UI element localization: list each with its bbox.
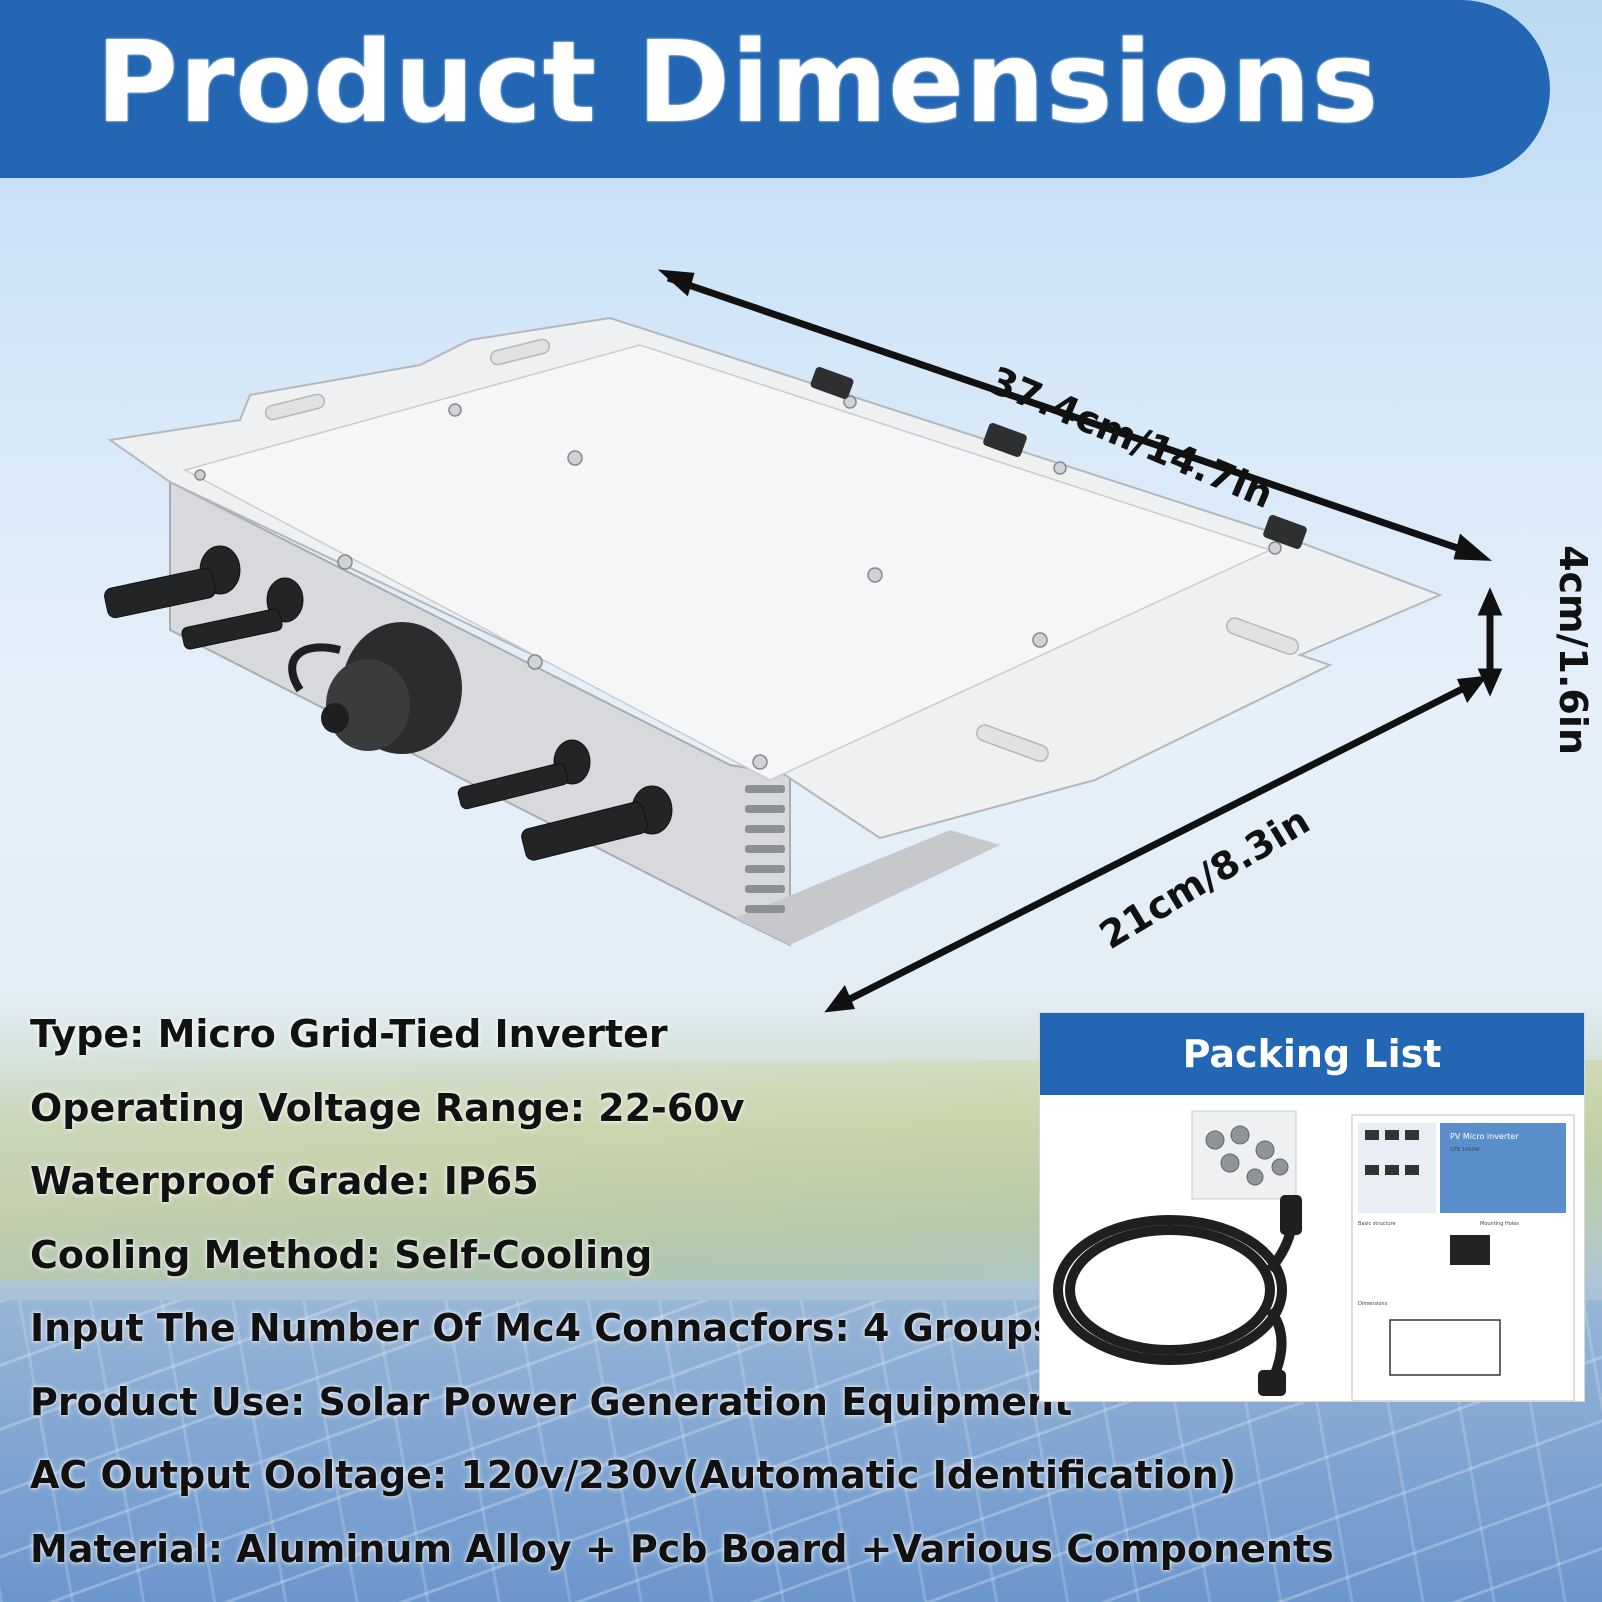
screw-bag-image <box>1191 1110 1297 1200</box>
packing-list-panel: Packing List PV Micro inverter GTB 1600W <box>1039 1012 1585 1402</box>
spec-material: Material: Aluminum Alloy + Pcb Board +Va… <box>30 1526 1334 1571</box>
length-arrow <box>666 274 1480 559</box>
manual-section-dimensions: Dimensions <box>1358 1301 1388 1307</box>
spec-operating-voltage: Operating Voltage Range: 22-60v <box>30 1085 745 1130</box>
dimension-arrows <box>657 269 1503 1013</box>
manual-section-structure: Basic structure <box>1358 1221 1396 1227</box>
spec-waterproof-grade: Waterproof Grade: IP65 <box>30 1159 539 1203</box>
manual-model: GTB 1600W <box>1450 1147 1479 1153</box>
page-title: Product Dimensions <box>96 18 1380 148</box>
width-arrow <box>834 678 1478 1010</box>
dimension-height-label: 4cm/1.6in <box>1550 545 1595 755</box>
spec-type: Type: Micro Grid-Tied Inverter <box>30 1012 668 1056</box>
user-manual-image: PV Micro inverter GTB 1600W Basic struct… <box>1351 1114 1575 1402</box>
packing-list-title: Packing List <box>1040 1013 1584 1095</box>
spec-product-use: Product Use: Solar Power Generation Equi… <box>30 1379 1073 1424</box>
manual-section-mounting: Mounting Holes <box>1480 1221 1519 1227</box>
spec-mc4-connectors: Input The Number Of Mc4 Connacfors: 4 Gr… <box>30 1306 1056 1350</box>
spec-list: Type: Micro Grid-Tied Inverter Operating… <box>30 1012 1334 1600</box>
title-banner: Product Dimensions <box>0 0 1550 178</box>
manual-title: PV Micro inverter <box>1450 1132 1519 1141</box>
spec-cooling-method: Cooling Method: Self-Cooling <box>30 1232 653 1277</box>
ac-cable-image <box>1053 1203 1297 1388</box>
packing-list-items: PV Micro inverter GTB 1600W Basic struct… <box>1053 1110 1575 1402</box>
spec-ac-output: AC Output Ooltage: 120v/230v(Automatic I… <box>30 1453 1237 1497</box>
inverter-device <box>104 316 1443 947</box>
